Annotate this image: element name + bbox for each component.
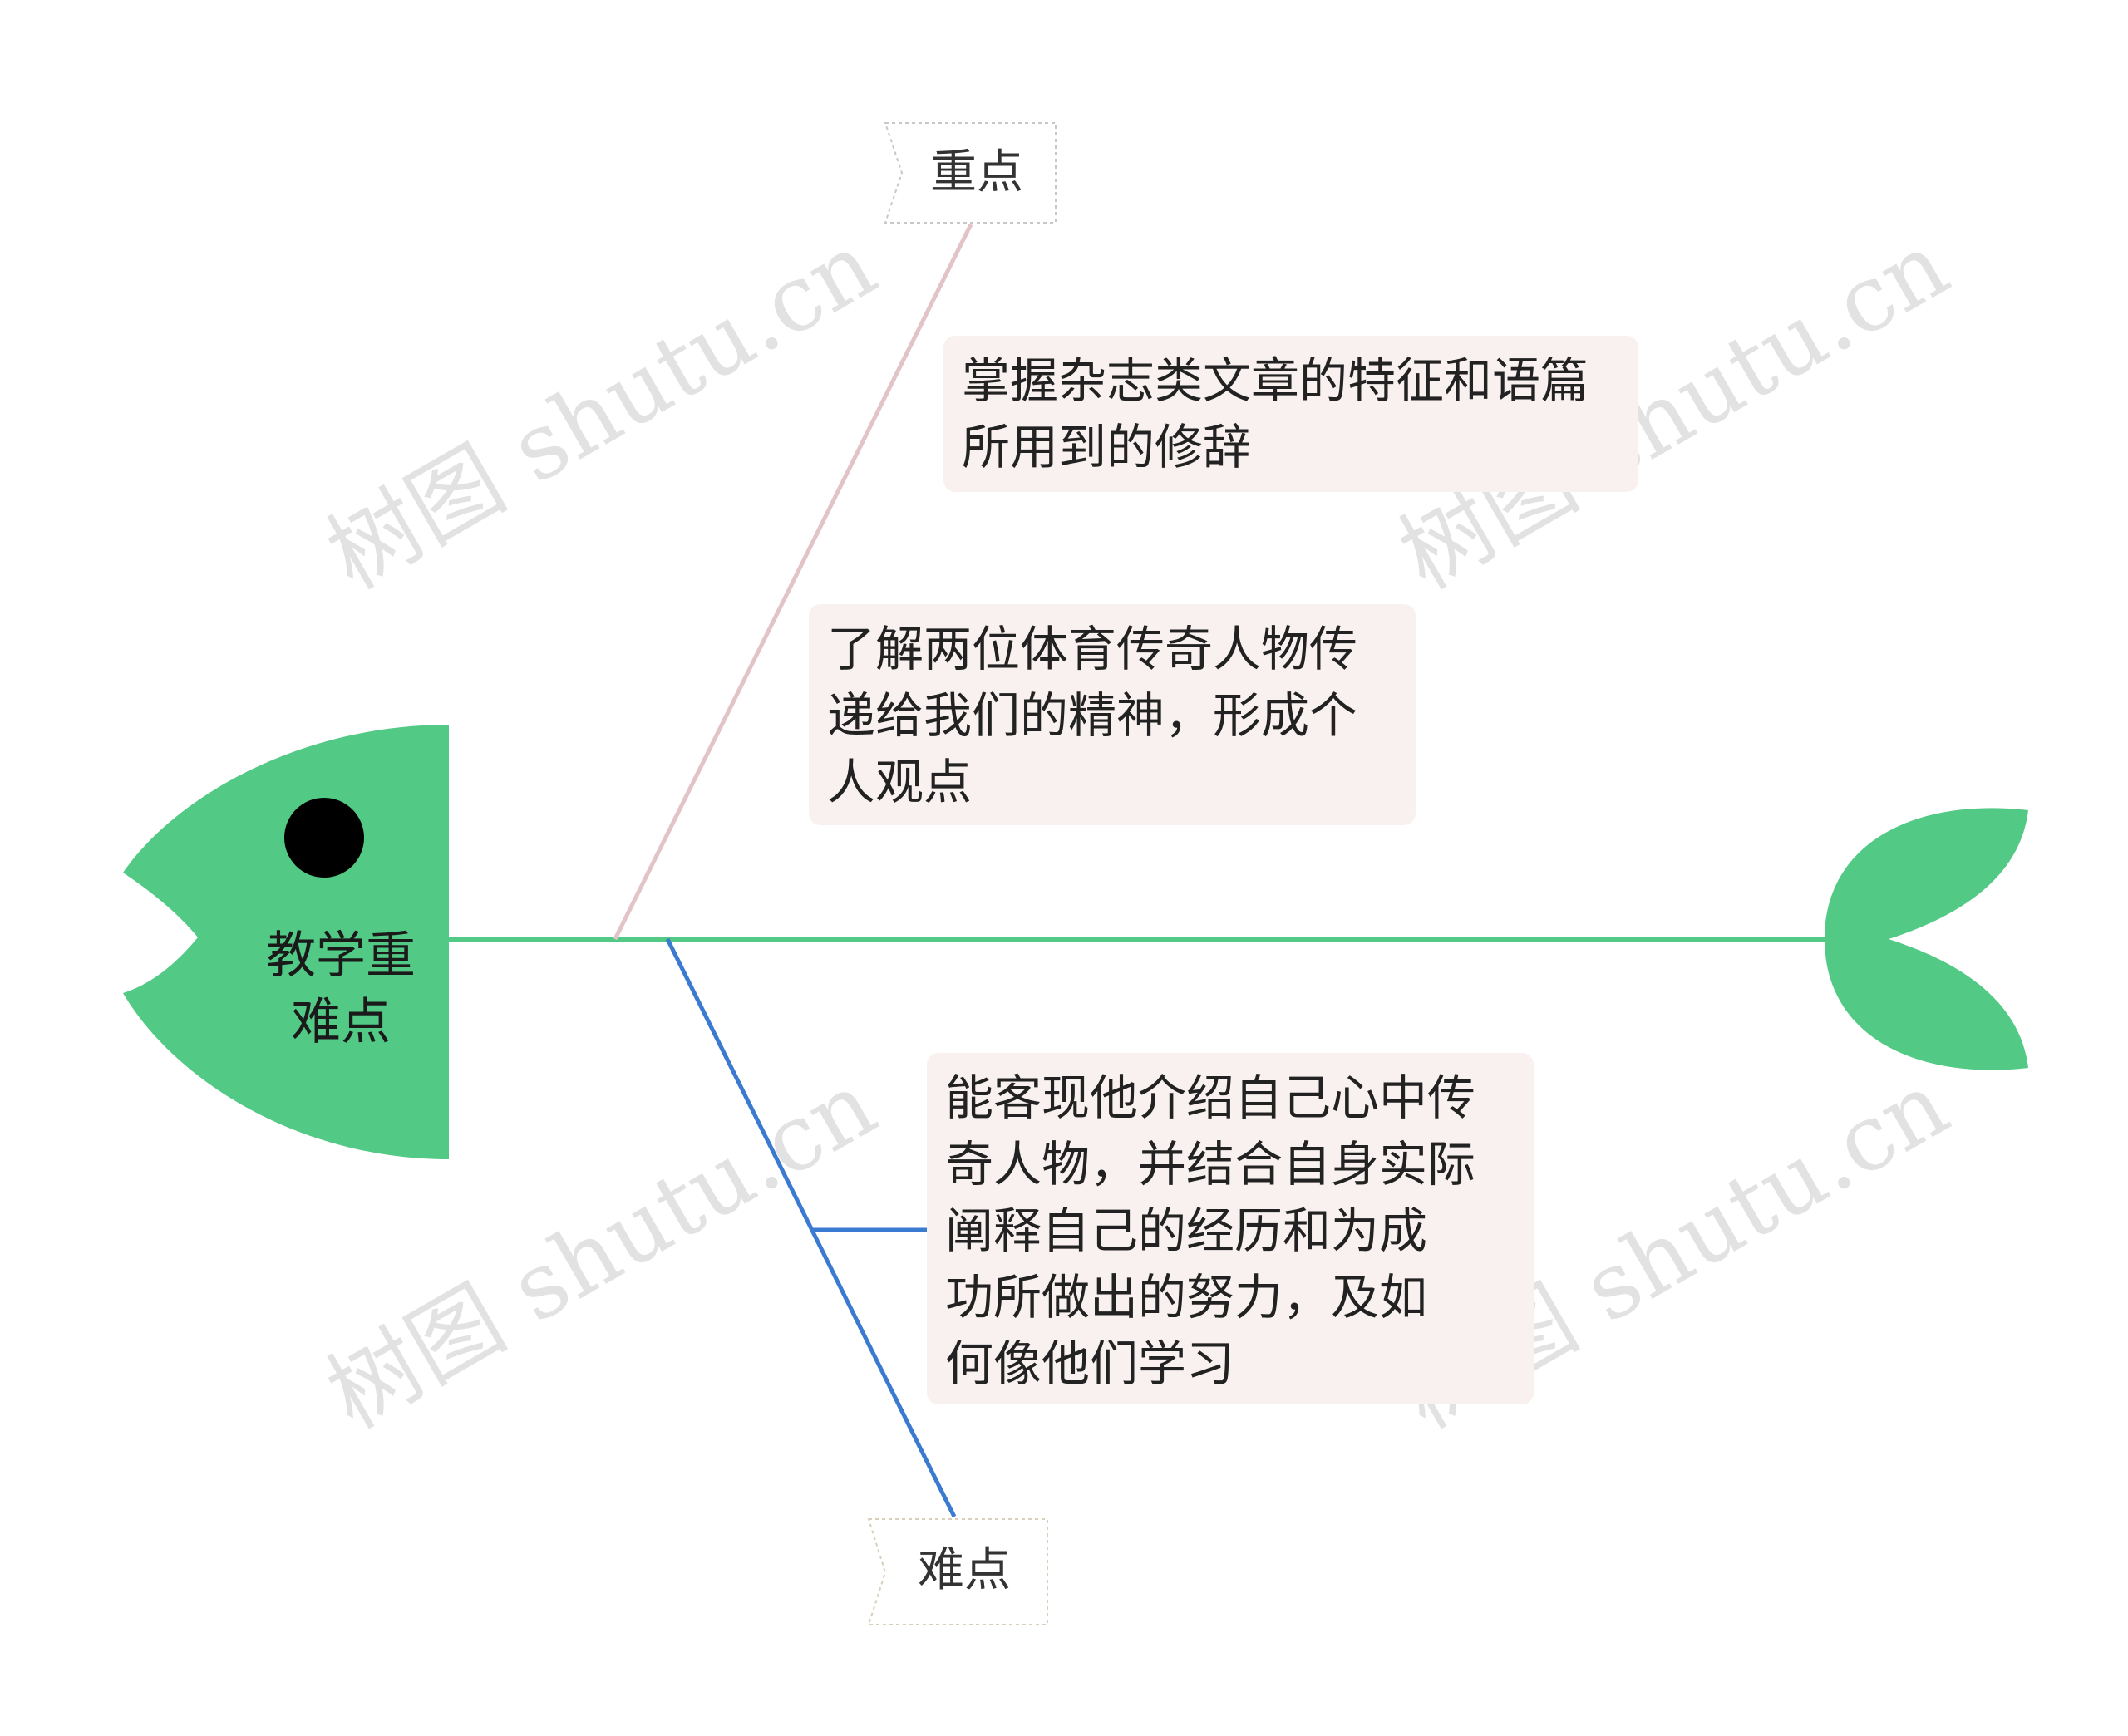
branch-label-difficult-points[interactable]: 难点 bbox=[918, 1543, 1011, 1597]
topic-box-introduce-legend[interactable]: 能客现他介绍自己心中传 奇人物，并结合自身实际 阐释自己的经历和为成 功所做出的… bbox=[927, 1053, 1534, 1404]
root-topic-label[interactable]: 教学重 难点 bbox=[266, 927, 416, 1051]
topic-box-sports-legends-spirit[interactable]: 了解两位体育传奇人物传 递给我们的精神，形成个 人观点 bbox=[809, 604, 1416, 825]
flag-shape-key-points bbox=[884, 122, 1057, 224]
branch-line-key-points bbox=[613, 223, 973, 941]
fish-eye bbox=[284, 798, 364, 878]
fish-head bbox=[123, 725, 449, 1159]
topic-text-magazine-features: 掌握杂志类文章的特征和语篇 所用到的修辞 bbox=[962, 352, 1589, 475]
branch-label-key-points[interactable]: 重点 bbox=[930, 145, 1023, 199]
flag-shape-difficult-points bbox=[867, 1518, 1048, 1625]
topic-box-magazine-features[interactable]: 掌握杂志类文章的特征和语篇 所用到的修辞 bbox=[943, 336, 1638, 492]
topic-text-sports-legends-spirit: 了解两位体育传奇人物传 递给我们的精神，形成个 人观点 bbox=[827, 621, 1358, 810]
branch-line-difficult-points bbox=[665, 937, 957, 1518]
fish-tail bbox=[1825, 808, 2028, 1070]
topic-text-introduce-legend: 能客现他介绍自己心中传 奇人物，并结合自身实际 阐释自己的经历和为成 功所做出的… bbox=[945, 1070, 1476, 1392]
